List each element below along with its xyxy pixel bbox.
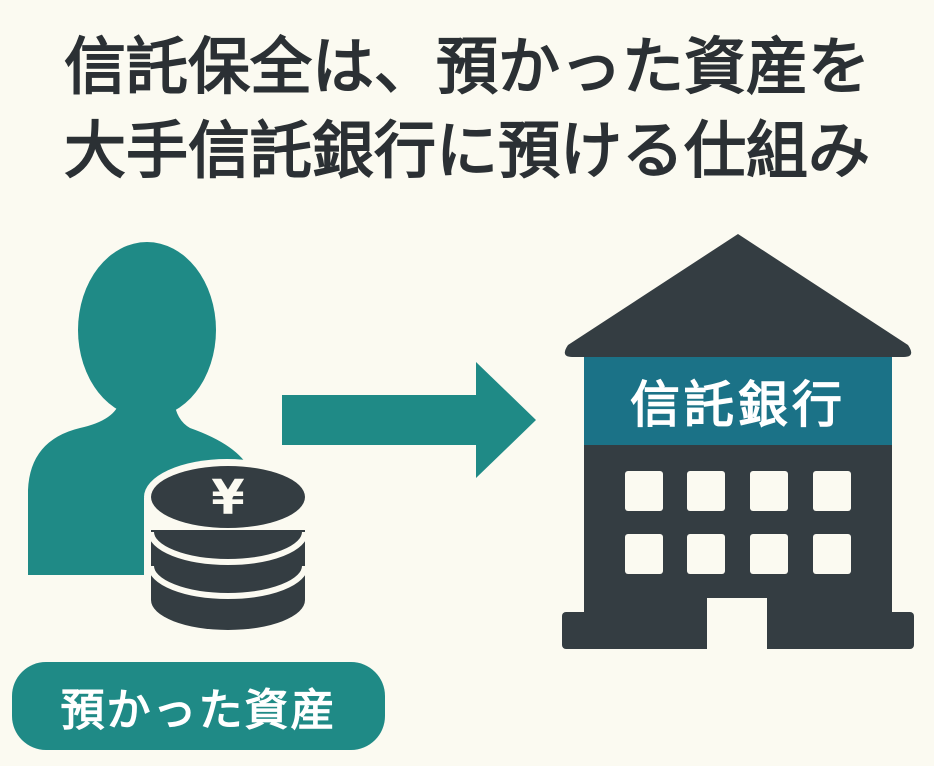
title-line-1: 信託保全は、預かった資産を [63,30,870,103]
assets-label-badge: 預かった資産 [12,662,385,750]
yen-symbol: ¥ [211,470,244,526]
title-line-2: 大手信託銀行に預ける仕組み [63,114,870,187]
bank-sign-label: 信託銀行 [630,376,846,434]
bank-windows [625,471,851,574]
bank-building-icon [562,234,914,650]
arrow-icon [282,362,536,478]
coin-stack-icon [144,459,310,638]
